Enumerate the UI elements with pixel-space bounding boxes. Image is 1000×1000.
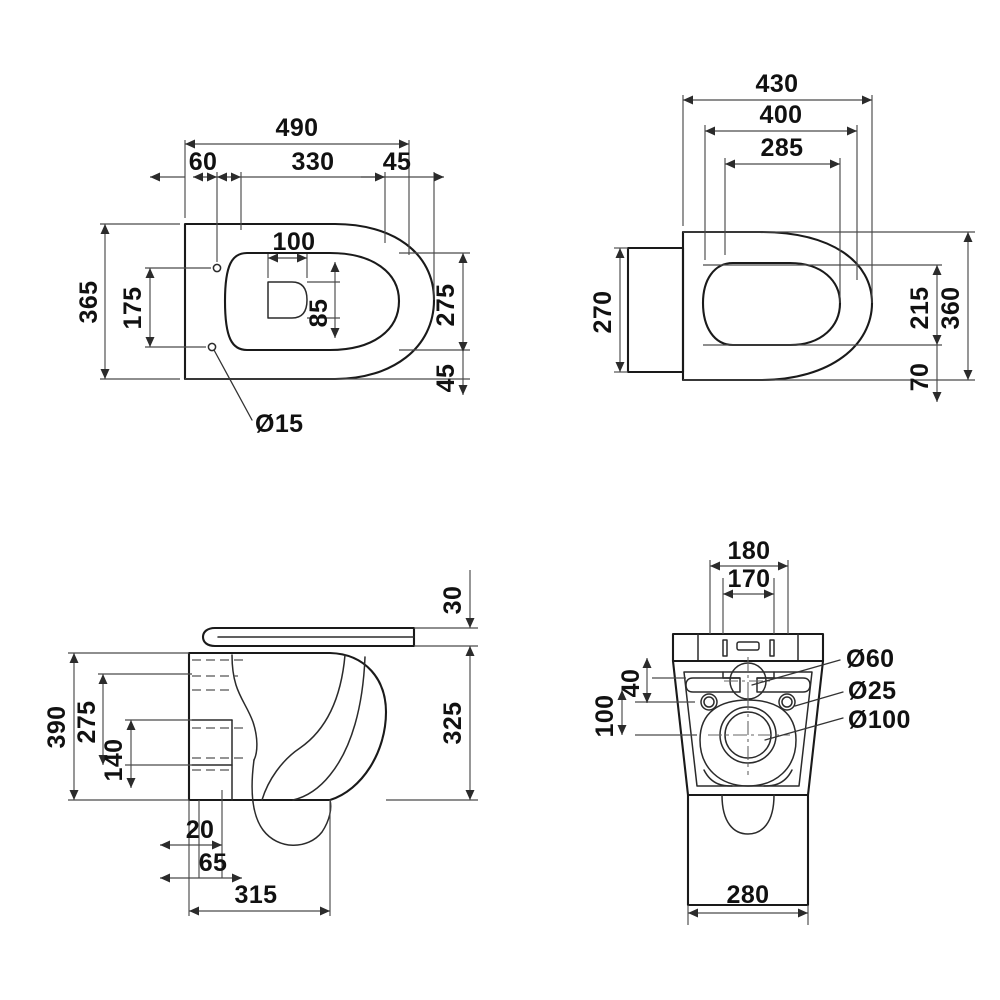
dim-45-top: 45 — [383, 148, 412, 176]
bowl-inner-right — [261, 654, 346, 801]
notch-left — [722, 671, 741, 679]
seat-outline — [183, 222, 436, 381]
dim-270: 270 — [589, 291, 617, 334]
pan-side-profile — [187, 651, 388, 802]
dim-180: 180 — [728, 537, 771, 565]
fixing-hole-left-inner — [703, 696, 715, 708]
dim-430: 430 — [756, 70, 799, 98]
fixing-hole-right-inner — [781, 696, 793, 708]
pan-rear-box — [626, 246, 685, 374]
band-slot-left — [722, 639, 728, 657]
dim-100-aperture: 100 — [273, 228, 316, 256]
dim-60: 60 — [189, 148, 218, 176]
dim-490: 490 — [276, 114, 319, 142]
fixing-hole-upper — [212, 263, 222, 273]
view-plan-seat: 490 60 330 45 365 175 — [75, 114, 470, 438]
leader-dia15 — [213, 349, 253, 421]
dim-280: 280 — [727, 881, 770, 909]
leader-dia100 — [764, 717, 844, 741]
dim-390: 390 — [43, 706, 71, 749]
notch-right — [756, 671, 775, 679]
seat-aperture — [267, 281, 308, 319]
dim-330: 330 — [292, 148, 335, 176]
dim-dia100: Ø100 — [848, 706, 911, 734]
pan-outline — [681, 230, 874, 382]
view-side-elevation: 30 325 390 275 140 20 65 — [43, 570, 478, 916]
fixing-hole-right — [778, 693, 796, 711]
fixing-hole-left — [700, 693, 718, 711]
slot-right — [756, 677, 811, 693]
dim-dia25: Ø25 — [848, 677, 896, 705]
dim-175: 175 — [119, 287, 147, 330]
dim-315: 315 — [235, 881, 278, 909]
dim-285: 285 — [761, 134, 804, 162]
view-rear-elevation: 180 170 40 100 Ø60 Ø25 Ø100 280 — [591, 537, 911, 925]
lower-bowl-arc — [721, 794, 775, 835]
dim-20: 20 — [186, 816, 215, 844]
dim-170: 170 — [728, 565, 771, 593]
fixing-hole-lower — [207, 342, 217, 352]
dim-40: 40 — [617, 669, 645, 698]
view-plan-pan: 430 400 285 270 215 70 360 — [589, 70, 975, 402]
dim-45-plan: 45 — [432, 364, 460, 393]
waste-recess — [699, 699, 797, 787]
slot-left — [685, 677, 741, 693]
bowl-inner-left — [231, 654, 258, 761]
rear-top-band — [671, 632, 825, 663]
bowl-bottom-curve — [251, 759, 332, 846]
band-slot-right — [769, 639, 775, 657]
dim-360: 360 — [937, 287, 965, 330]
dim-275-plan: 275 — [432, 284, 460, 327]
dim-140: 140 — [100, 739, 128, 782]
dim-215: 215 — [906, 287, 934, 330]
bowl-outer-right — [292, 656, 366, 801]
seat-inner-ring — [223, 251, 401, 352]
bottom-lug-left — [703, 769, 733, 787]
dim-325: 325 — [439, 702, 467, 745]
dim-85: 85 — [305, 299, 333, 328]
leader-dia60 — [751, 659, 841, 686]
dim-65: 65 — [199, 849, 228, 877]
dim-400: 400 — [760, 101, 803, 129]
dim-dia60: Ø60 — [846, 645, 894, 673]
dim-275-side: 275 — [73, 701, 101, 744]
rear-body-inner — [683, 671, 813, 787]
dim-30: 30 — [439, 586, 467, 615]
seat-lid — [201, 626, 416, 648]
dim-365: 365 — [75, 281, 103, 324]
bottom-lug-right — [763, 769, 793, 787]
band-centre-slot — [736, 641, 760, 651]
dim-100-rear: 100 — [591, 695, 619, 738]
dim-dia15: Ø15 — [255, 410, 303, 438]
dim-70: 70 — [906, 363, 934, 392]
leader-dia25 — [794, 691, 844, 707]
pan-bowl — [701, 261, 842, 347]
